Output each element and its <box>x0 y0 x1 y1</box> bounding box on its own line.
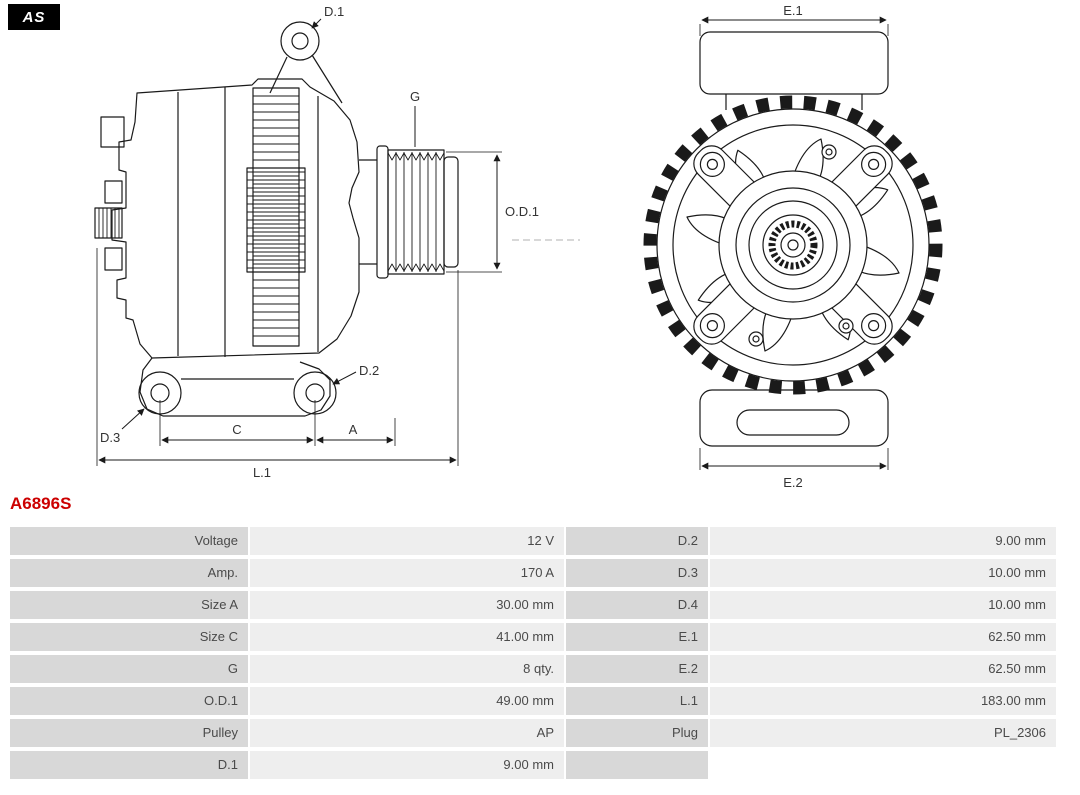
spec-label: D.1 <box>10 751 248 779</box>
dim-label-e2: E.2 <box>783 475 803 490</box>
spec-label: Voltage <box>10 527 248 555</box>
spec-label: L.1 <box>566 687 708 715</box>
spec-value: 62.50 mm <box>710 655 1056 683</box>
front-view <box>643 31 943 447</box>
dim-label-od1: O.D.1 <box>505 204 539 219</box>
spec-value: 183.00 mm <box>710 687 1056 715</box>
dim-label-e1: E.1 <box>783 3 803 18</box>
spec-value: 8 qty. <box>250 655 564 683</box>
dim-label-d3: D.3 <box>100 430 120 445</box>
spec-label: Amp. <box>10 559 248 587</box>
spec-value: 10.00 mm <box>710 559 1056 587</box>
dim-label-d1: D.1 <box>324 4 344 19</box>
spec-value: 62.50 mm <box>710 623 1056 651</box>
spec-label: D.2 <box>566 527 708 555</box>
spec-value: 170 A <box>250 559 564 587</box>
spec-value: PL_2306 <box>710 719 1056 747</box>
spec-value: 9.00 mm <box>710 527 1056 555</box>
spec-table: Voltage 12 V D.2 9.00 mm Amp. 170 A D.3 … <box>10 527 1056 779</box>
spec-label: G <box>10 655 248 683</box>
dim-label-a: A <box>349 422 358 437</box>
spec-label: Size C <box>10 623 248 651</box>
spec-label: Plug <box>566 719 708 747</box>
dimension-labels: D.1 G O.D.1 D.2 D.3 C A L.1 E.1 E.2 <box>100 3 803 490</box>
brand-logo: AS <box>8 4 60 30</box>
spec-label: D.4 <box>566 591 708 619</box>
spec-label <box>566 751 708 779</box>
spec-value <box>710 751 1056 779</box>
spec-label: Size A <box>10 591 248 619</box>
spec-value: 9.00 mm <box>250 751 564 779</box>
spec-label: O.D.1 <box>10 687 248 715</box>
alternator-diagram: D.1 G O.D.1 D.2 D.3 C A L.1 E.1 E.2 <box>94 3 943 490</box>
spec-value: 30.00 mm <box>250 591 564 619</box>
spec-value: 12 V <box>250 527 564 555</box>
spec-value: 10.00 mm <box>710 591 1056 619</box>
dimension-lines <box>96 16 889 470</box>
spec-label: Pulley <box>10 719 248 747</box>
side-view <box>94 21 580 417</box>
dim-label-l1: L.1 <box>253 465 271 480</box>
spec-value: AP <box>250 719 564 747</box>
dim-label-c: C <box>232 422 241 437</box>
spec-value: 41.00 mm <box>250 623 564 651</box>
spec-label: E.2 <box>566 655 708 683</box>
spec-label: E.1 <box>566 623 708 651</box>
dim-label-d2: D.2 <box>359 363 379 378</box>
dim-label-g: G <box>410 89 420 104</box>
spec-value: 49.00 mm <box>250 687 564 715</box>
part-number: A6896S <box>10 494 72 513</box>
brand-logo-text: AS <box>22 8 46 26</box>
spec-label: D.3 <box>566 559 708 587</box>
